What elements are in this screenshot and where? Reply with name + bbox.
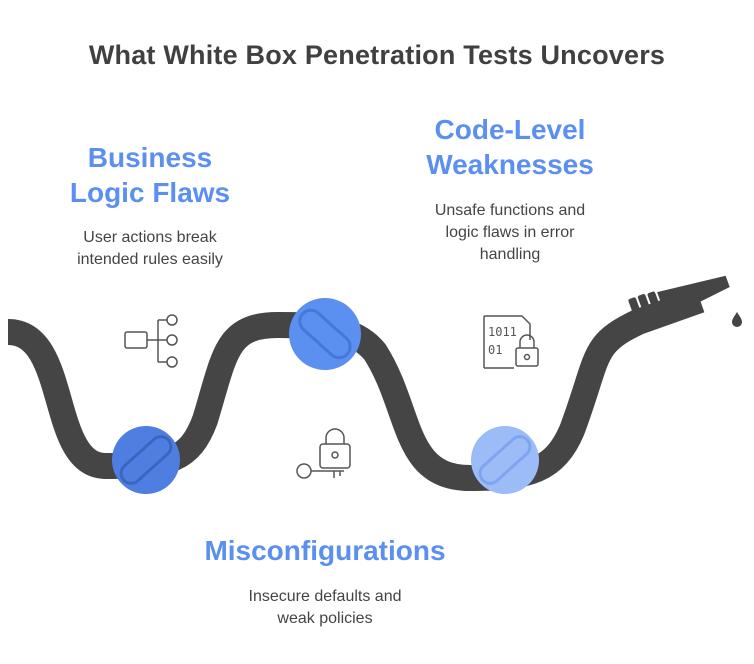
business-desc-line2: intended rules easily (77, 251, 223, 268)
code-desc-line3: handling (479, 246, 541, 263)
code-desc-line1: Unsafe functions and (434, 202, 586, 219)
knot-code (289, 298, 361, 370)
business-heading-line2: Logic Flaws (69, 177, 231, 208)
code-heading-line1: Code-Level (434, 114, 586, 145)
code-level-description: Unsafe functions and logic flaws in erro… (400, 200, 620, 266)
code-heading-line2: Weaknesses (426, 149, 594, 180)
knot-business (112, 426, 180, 494)
misconfig-heading-line1: Misconfigurations (204, 535, 446, 566)
binary-lock-icon: 1011 01 (483, 315, 539, 369)
misconfigurations-heading: Misconfigurations (170, 533, 480, 568)
code-level-heading: Code-Level Weaknesses (390, 112, 630, 182)
svg-text:01: 01 (488, 343, 502, 357)
water-drop-icon (732, 312, 742, 327)
business-desc-line1: User actions break (83, 229, 217, 246)
business-heading-line1: Business (87, 142, 213, 173)
knot-misconfig (471, 426, 539, 494)
code-desc-line2: logic flaws in error (445, 224, 575, 241)
business-logic-description: User actions break intended rules easily (40, 227, 260, 271)
hose-nozzle (628, 275, 742, 331)
key-lock-icon (296, 428, 351, 479)
svg-text:1011: 1011 (488, 325, 517, 339)
misconfig-desc-line1: Insecure defaults and (248, 588, 402, 605)
business-logic-heading: Business Logic Flaws (40, 140, 260, 210)
misconfigurations-description: Insecure defaults and weak policies (200, 586, 450, 630)
flowchart-icon (124, 314, 178, 368)
misconfig-desc-line2: weak policies (277, 610, 373, 627)
page-title: What White Box Penetration Tests Uncover… (88, 40, 666, 70)
